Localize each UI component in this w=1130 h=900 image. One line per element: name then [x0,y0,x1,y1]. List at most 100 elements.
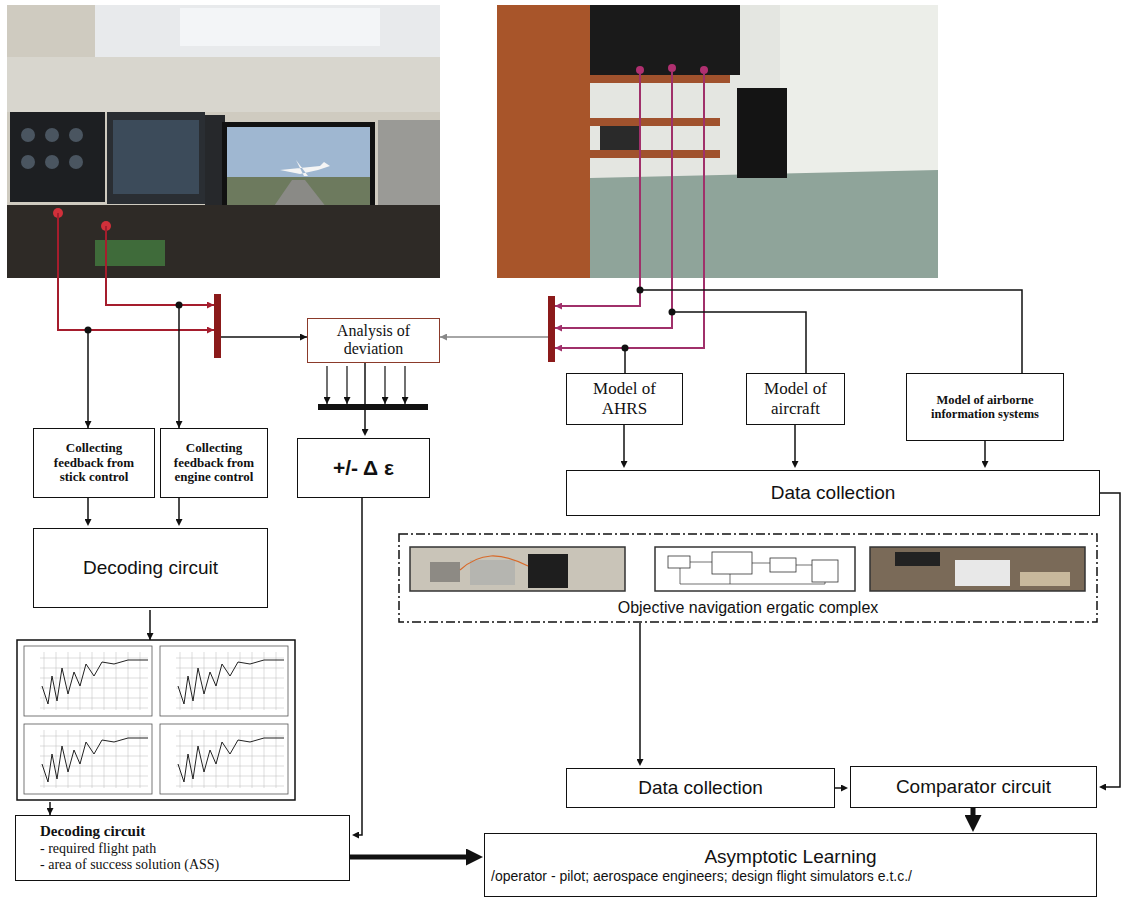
gauge [21,128,35,142]
list-item: - required flight path [40,841,156,857]
device [895,552,940,566]
box-label: Model of airborne information systems [913,393,1057,422]
gauge [69,128,83,142]
connector-arrow [1100,493,1120,787]
equipment-photo [497,5,938,278]
schematic [655,547,855,591]
box-label: Model of aircraft [753,379,838,418]
flight-chart [160,724,288,794]
process-box: Asymptotic Learning/operator - pilot; ae… [484,833,1097,897]
signal-wire [555,74,704,348]
box-body: /operator - pilot; aerospace engineers; … [491,868,1090,884]
thick-arrow [350,855,466,860]
process-box: Collecting feedback from engine control [160,428,268,498]
box-heading: Asymptotic Learning [704,846,876,868]
monitor [378,120,440,205]
floor [590,170,938,278]
shelf [590,118,720,126]
wall [780,5,938,175]
box-label: Data collection [638,777,763,799]
error-box: +/- Δ ε [297,438,430,498]
flight-chart [24,646,152,716]
signal-arrow [326,366,327,404]
sensor-dot [668,64,676,72]
bus-bar [548,296,555,362]
process-box: Decoding circuit- required flight path- … [15,815,350,881]
connector-arrow [359,498,362,835]
process-box: Analysis of deviation [307,318,440,363]
gauge [21,155,35,169]
sensor-dot [636,66,644,74]
model-box: Model of AHRS [566,373,683,425]
connector-arrow [364,363,366,429]
thick-arrow [971,808,976,815]
box-label: Collecting feedback from stick control [40,441,148,486]
navigation-display [113,120,199,194]
process-box: Decoding circuit [33,528,268,608]
signal-arrow [149,610,151,640]
model-box: Model of aircraft [746,373,845,425]
connector-arrow [835,787,841,789]
group-band: Objective navigation ergatic complex [398,533,1098,623]
signal-arrow [440,336,548,338]
schematic-block [812,560,838,582]
gauge [69,155,83,169]
instrument-panel [107,112,205,204]
box-label: Decoding circuit [83,557,218,579]
schematic-wire [680,562,825,584]
box-label: +/- Δ ε [333,456,394,480]
signal-wire [624,348,626,373]
desk [1020,572,1070,586]
shelf [590,75,730,83]
shelf [590,150,720,158]
monitor [222,122,375,218]
signal-wire [58,213,214,330]
simulator-photo [7,5,440,278]
model-box: Model of airborne information systems [906,373,1064,441]
signal-arrow [404,366,405,404]
device [470,560,515,585]
process-box: Data collection [566,768,835,808]
cable [460,556,528,570]
desk [7,205,440,278]
box-label: Analysis of deviation [314,322,433,359]
signal-arrow [384,366,385,404]
speaker [737,88,787,178]
gauge [45,128,59,142]
device [528,554,568,588]
bus-bar [214,294,221,358]
sensor-dot [700,66,708,74]
signal-wire [87,330,89,428]
signal-arrow [346,366,347,404]
signal-wire [178,305,180,428]
signal-arrow [221,336,307,338]
connector-arrow [794,425,796,461]
schematic-block [770,558,796,572]
box-label: Data collection [771,482,896,504]
chart-panel [17,640,295,800]
signal-wire [640,290,1022,373]
device [430,562,460,582]
process-box: Collecting feedback from stick control [33,428,155,498]
bus-bar [318,404,428,410]
box-label: Objective navigation ergatic complex [618,599,879,617]
box-label: Comparator circuit [896,776,1051,798]
instrument-panel [10,112,105,202]
process-box: Data collection [566,470,1100,516]
projection-screen [95,5,440,57]
schematic-block [712,552,752,574]
signal-wire [672,312,806,373]
wall [7,57,440,112]
device-photo [410,547,625,591]
device-photo [870,547,1085,591]
aircraft [280,160,330,176]
connector-arrow [623,425,625,461]
list-item: - area of success solution (ASS) [40,857,219,873]
flight-chart [24,724,152,794]
connector-arrow [639,623,641,759]
device [955,560,1010,586]
schematic-block [668,556,690,568]
box-label: Collecting feedback from engine control [167,441,261,486]
monitor [590,5,740,75]
